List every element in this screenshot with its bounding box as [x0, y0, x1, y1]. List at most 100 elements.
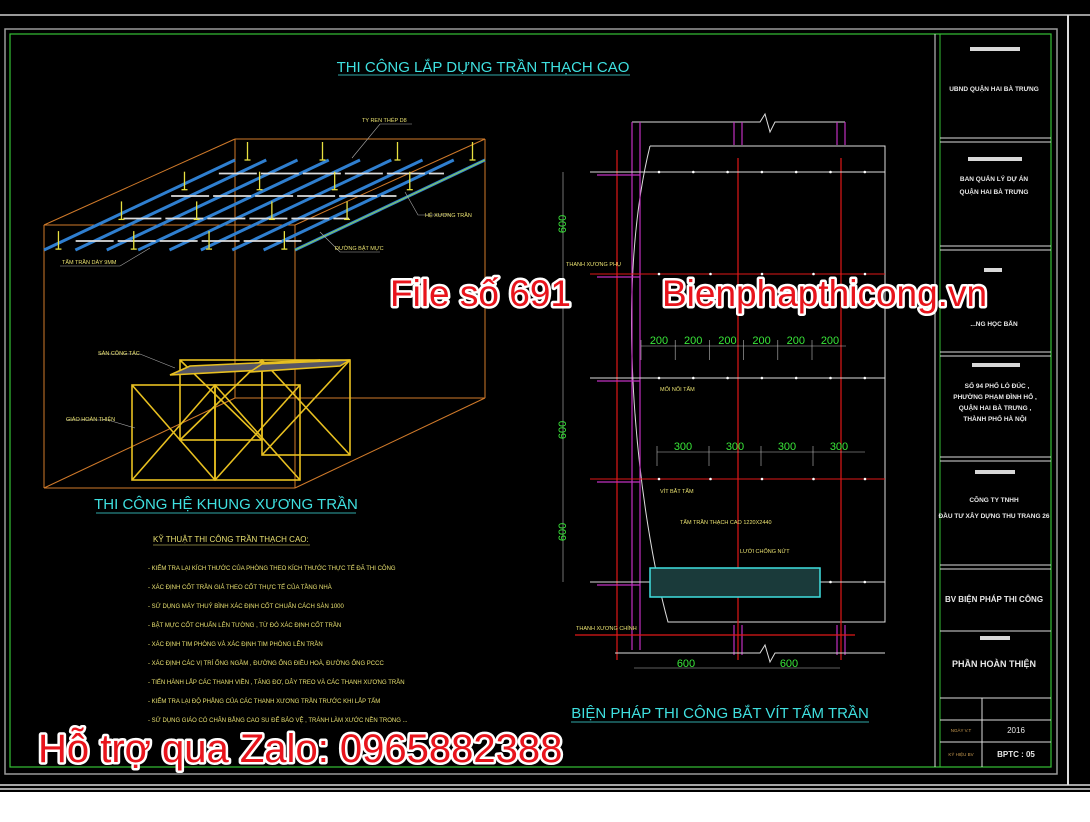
tb-contractor-1: CÔNG TY TNHH — [969, 495, 1019, 504]
note-item: - XÁC ĐỊNH CÁC VỊ TRÍ ỐNG NGẦM , ĐƯỜNG Ố… — [148, 660, 384, 667]
tb-date-value: 2016 — [1007, 726, 1025, 735]
watermark-website: Bienphapthicong.vn — [662, 273, 987, 314]
label-board-screw: VÍT BẮT TẤM — [660, 487, 694, 495]
title-block-frame — [934, 34, 1051, 767]
tb-contractor-2: ĐẦU TƯ XÂY DỰNG THU TRANG 26 — [938, 510, 1049, 520]
screw-point — [812, 272, 815, 276]
label-hanger-rod: TY REN THÉP D8 — [362, 117, 407, 124]
screw-point — [726, 376, 729, 380]
ceiling-main-bar — [74, 158, 267, 252]
ceiling-main-bar — [200, 158, 392, 252]
ceiling-main-bar — [262, 158, 455, 252]
screw-point — [692, 170, 695, 174]
note-item: - XÁC ĐỊNH CỐT TRẦN GIẢ THEO CỐT THỰC TẾ… — [148, 584, 332, 591]
note-item: - SỬ DỤNG MÁY THUỶ BÌNH XÁC ĐỊNH CỐT CHU… — [148, 603, 344, 610]
screw-point — [829, 376, 832, 380]
dim-joint-spacing: 300 — [778, 441, 796, 453]
screw-point — [760, 477, 764, 481]
scaffold-frame — [179, 359, 263, 441]
tb-owner: UBND QUẬN HAI BÀ TRƯNG — [949, 84, 1039, 93]
ink-line — [294, 159, 486, 251]
tb-address-4: THÀNH PHỐ HÀ NỘI — [963, 413, 1026, 423]
screw-point — [863, 170, 867, 174]
ceiling-main-bar — [168, 158, 361, 252]
model-space-background — [0, 0, 1090, 792]
anti-crack-mesh — [649, 567, 821, 598]
dim-vertical-3: 600 — [557, 523, 569, 541]
screw-point — [794, 170, 798, 174]
drawing-title-top: THI CÔNG LẮP DỰNG TRẦN THẠCH CAO — [337, 58, 630, 76]
ceiling-grid — [43, 142, 486, 252]
label-secondary-rail: THANH XƯƠNG PHỤ — [566, 262, 621, 268]
technical-notes: - KIỂM TRA LẠI KÍCH THƯỚC CỦA PHÒNG THEO… — [148, 565, 408, 724]
screw-point — [863, 376, 867, 380]
dim-joint-spacing: 300 — [726, 441, 744, 453]
tb-drawing-name: BV BIỆN PHÁP THI CÔNG — [945, 595, 1043, 604]
scaffold-drawing — [131, 359, 351, 481]
screw-point — [863, 580, 867, 584]
screw-point — [692, 376, 695, 380]
screw-point — [657, 272, 661, 276]
dim-screw-spacing: 200 — [684, 335, 702, 347]
dim-screw-spacing: 200 — [787, 335, 805, 347]
label-ink-line: ĐƯỜNG BẬT MỰC — [335, 245, 384, 252]
screw-point — [726, 170, 729, 174]
dim-screw-spacing: 200 — [650, 335, 668, 347]
label-ceiling-board: TẤM TRẦN DÀY 9MM — [62, 259, 117, 266]
garbled-heading-blocks — [968, 47, 1022, 640]
ceiling-main-bar — [106, 158, 299, 252]
tb-address-1: SỐ 94 PHỐ LÒ ĐÚC , — [965, 380, 1030, 390]
note-item: - KIỂM TRA LẠI KÍCH THƯỚC CỦA PHÒNG THEO… — [148, 565, 396, 572]
ceiling-3d-isometric — [43, 138, 486, 489]
tb-project-manager-1: BAN QUẢN LÝ DỰ ÁN — [960, 174, 1029, 183]
sheet-frame — [0, 14, 1090, 790]
ceiling-main-bar — [43, 158, 236, 252]
note-item: - KIỂM TRA LẠI ĐỘ PHẲNG CỦA CÁC THANH XƯ… — [148, 697, 380, 705]
tb-project-partial: ...NG HỌC BẮN — [970, 319, 1018, 328]
screw-point — [760, 376, 764, 380]
screw-point — [829, 170, 832, 174]
ceiling-main-bar — [137, 158, 330, 252]
screw-point — [812, 477, 815, 481]
note-item: - TIẾN HÀNH LẮP CÁC THANH VIỀN , TĂNG ĐƠ… — [148, 678, 405, 686]
screw-point — [794, 376, 798, 380]
scaffold-frame — [214, 384, 301, 481]
screw-point — [760, 170, 764, 174]
drawing-subtitle-frame: THI CÔNG HỆ KHUNG XƯƠNG TRẦN — [94, 496, 358, 513]
tb-date-label: NGÀY V.T — [951, 727, 972, 733]
label-board-joint: MỐI NỐI TẤM — [660, 386, 695, 393]
note-item: - BẬT MỰC CỐT CHUẨN LÊN TƯỜNG , TỪ ĐÓ XÁ… — [148, 621, 341, 629]
dim-vertical-1: 600 — [557, 215, 569, 233]
tb-sheet-value: BPTC : 05 — [997, 750, 1035, 759]
dim-bottom-1: 600 — [677, 658, 695, 670]
leader-lines — [60, 123, 450, 429]
watermark-support-zalo: Hỗ trợ qua Zalo: 0965882388 — [38, 726, 562, 771]
room-box-outline — [43, 138, 486, 489]
tb-sheet-label: KÝ HIỆU BV — [948, 750, 973, 757]
label-main-rail: THANH XƯƠNG CHÍNH — [576, 625, 637, 632]
screw-point — [760, 272, 764, 276]
screw-point — [829, 580, 832, 584]
screw-fixing-detail — [562, 112, 886, 669]
label-work-platform: SÀN CÔNG TÁC — [98, 350, 140, 357]
dim-joint-spacing: 300 — [830, 441, 848, 453]
note-item: - SỬ DỤNG GIÁO CÓ CHÂN BẰNG CAO SU ĐỂ BẢ… — [148, 716, 408, 724]
screw-point — [657, 376, 661, 380]
screw-point — [657, 477, 661, 481]
label-finishing-scaffold: GIÁO HOÀN THIỆN — [66, 415, 115, 423]
screw-point — [863, 272, 867, 276]
dim-screw-spacing: 200 — [752, 335, 770, 347]
screw-point — [863, 477, 867, 481]
label-ceiling-frame: HỆ XƯƠNG TRẦN — [425, 211, 472, 219]
label-gypsum-board: TẤM TRẦN THẠCH CAO 1220X2440 — [680, 519, 772, 526]
note-item: - XÁC ĐỊNH TIM PHÒNG VÀ XÁC ĐỊNH TIM PHÒ… — [148, 640, 323, 648]
label-anti-crack-mesh: LƯỚI CHỐNG NỨT — [740, 548, 790, 555]
dim-joint-spacing: 300 — [674, 441, 692, 453]
dim-vertical-2: 600 — [557, 421, 569, 439]
screw-point — [657, 170, 661, 174]
tb-section: PHẦN HOÀN THIỆN — [952, 658, 1036, 669]
dim-screw-spacing: 200 — [821, 335, 839, 347]
dim-screw-spacing: 200 — [718, 335, 736, 347]
